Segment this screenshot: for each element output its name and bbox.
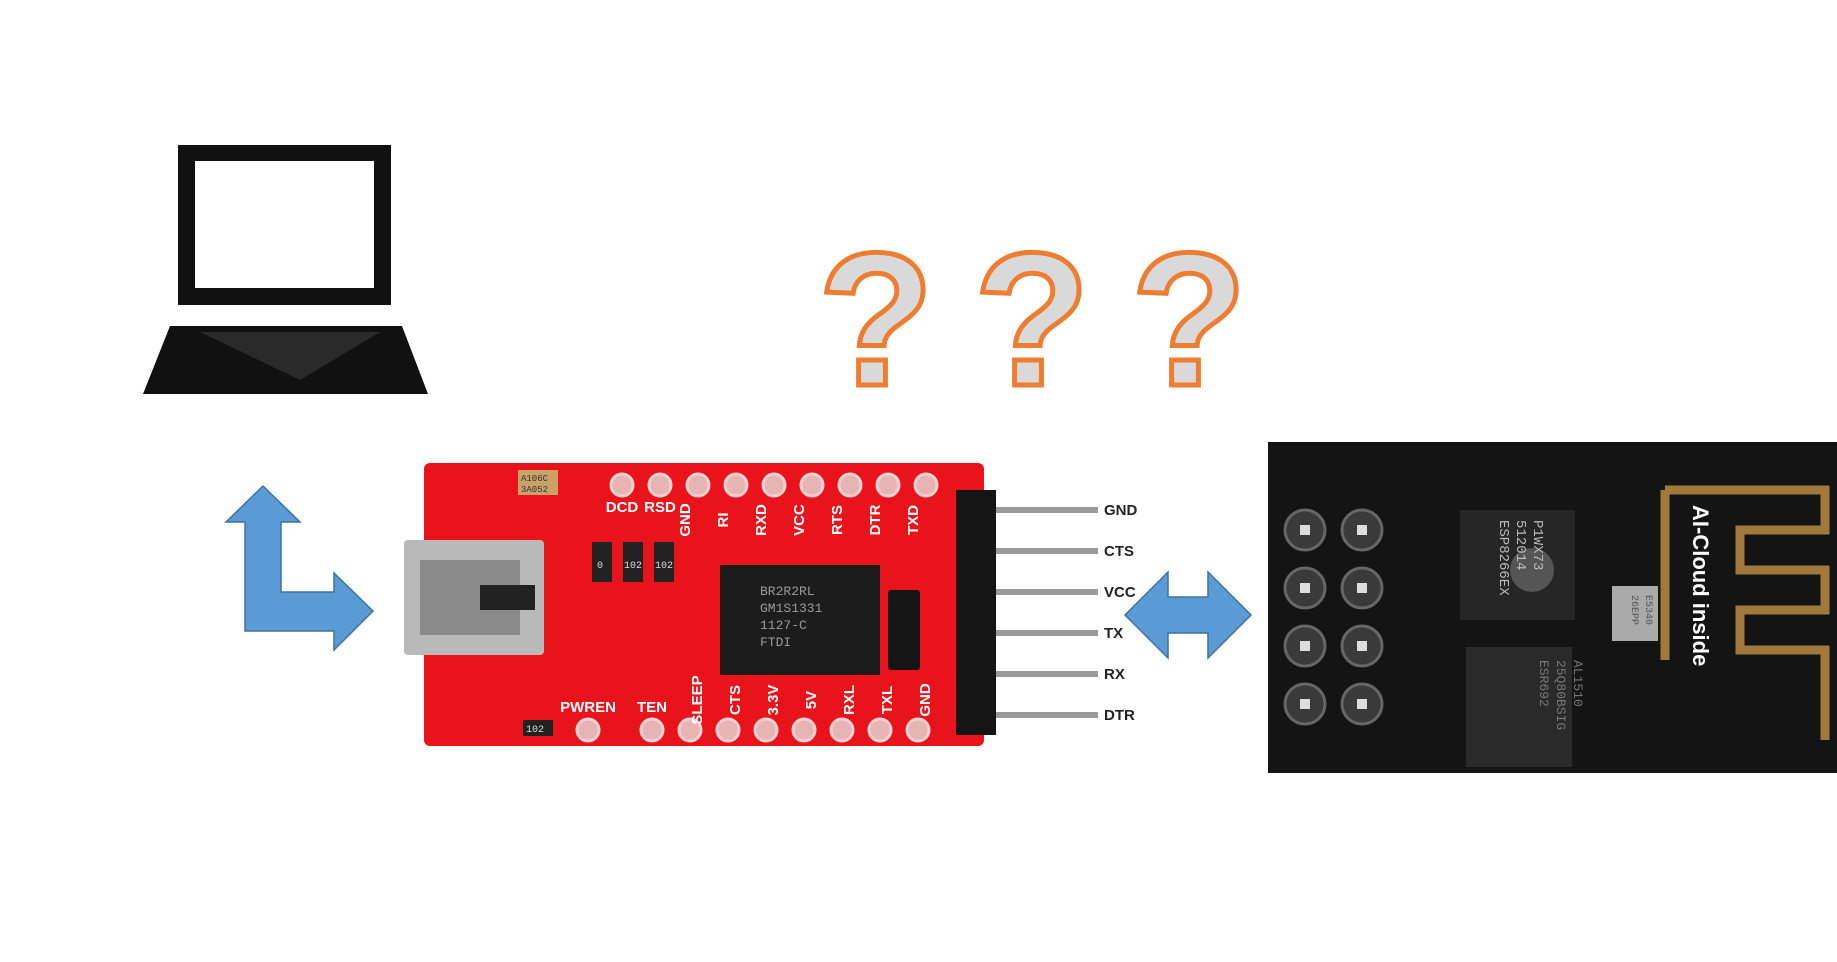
header-pin [960, 671, 1098, 677]
chip-marking: E5340 [1642, 595, 1653, 625]
pin-hole [639, 717, 665, 743]
pin-hole [685, 472, 711, 498]
pin-label: PWREN [560, 699, 616, 716]
pin-label: TEN [637, 699, 667, 716]
pin-label: RTS [829, 505, 846, 535]
ftdi-chip [720, 565, 880, 675]
pin-label: GND [917, 683, 934, 717]
pin-hole [875, 472, 901, 498]
esp-pin-pad [1300, 583, 1310, 593]
resistor-label: 102 [526, 725, 544, 736]
esp8266-module: ESP8266EX 512014 P1WX73 ESR692 25Q80BSIG… [1268, 442, 1837, 773]
pin-label: RX [1104, 666, 1125, 683]
chip-marking: BR2R2RL [760, 584, 815, 599]
resistor-label: 102 [624, 561, 642, 572]
pin-hole [647, 472, 673, 498]
pin-label: TXL [879, 686, 896, 714]
header-pin [960, 507, 1098, 513]
pin-hole [799, 472, 825, 498]
chip-marking: AL1510 [1570, 660, 1585, 707]
esp-pin-pad [1357, 525, 1367, 535]
pin-label: RXL [841, 685, 858, 715]
voltage-jumper [888, 590, 920, 670]
chip-marking: ESP8266EX [1495, 520, 1511, 596]
pin-label: VCC [1104, 584, 1136, 601]
pin-hole [575, 717, 601, 743]
header-pin [960, 548, 1098, 554]
pin-hole [761, 472, 787, 498]
crystal [1612, 586, 1658, 641]
pin-label: VCC [791, 504, 808, 536]
laptop-icon [143, 145, 428, 394]
esp-pin-pad [1300, 525, 1310, 535]
pin-hole [867, 717, 893, 743]
chip-marking: 26EPP [1628, 595, 1639, 625]
pin-label: CTS [1104, 543, 1134, 560]
capacitor-label: A106C [521, 474, 549, 484]
antenna-trace [1660, 485, 1830, 740]
corner-arrow-icon [224, 484, 375, 652]
pin-label: RI [715, 513, 732, 528]
chip-marking: 25Q80BSIG [1553, 660, 1568, 730]
double-arrow-icon [1123, 570, 1253, 660]
pin-hole [791, 717, 817, 743]
question-marks: ? ? ? [815, 212, 1249, 429]
pin-label: GND [677, 503, 694, 537]
chip-marking: P1WX73 [1529, 520, 1545, 570]
capacitor-label: 3A052 [521, 485, 548, 495]
flash-chip [1466, 647, 1572, 767]
chip-marking: ESR692 [1536, 660, 1551, 707]
pin-hole [677, 717, 703, 743]
pin-hole [913, 472, 939, 498]
pin-label: RSD [644, 499, 676, 516]
pin-hole [723, 472, 749, 498]
ftdi-board: BR2R2RL GM1S1331 1127-C FTDI 0 102 102 1… [404, 463, 1138, 746]
esp-pin-pad [1300, 699, 1310, 709]
pin-label: RXD [753, 504, 770, 536]
pin-label: TXD [905, 505, 922, 535]
chip-marking: FTDI [760, 635, 791, 650]
pin-hole [715, 717, 741, 743]
pin-label: 3.3V [765, 685, 782, 716]
header-pin [960, 589, 1098, 595]
question-mark: ? [818, 214, 934, 426]
pin-label: DCD [606, 499, 639, 516]
header-pins [960, 507, 1098, 718]
question-mark: ? [974, 214, 1090, 426]
esp-pin-pad [1357, 583, 1367, 593]
esp-pin-pad [1300, 641, 1310, 651]
esp-pin-pad [1357, 641, 1367, 651]
chip-marking: 1127-C [760, 618, 807, 633]
resistor-label: 0 [597, 561, 603, 572]
pin-label: 5V [803, 691, 820, 709]
esp-pin-pad [1357, 699, 1367, 709]
resistor-label: 102 [655, 561, 673, 572]
pin-hole [905, 717, 931, 743]
pin-label: SLEEP [689, 675, 706, 724]
pin-label: TX [1104, 625, 1123, 642]
pin-hole [837, 472, 863, 498]
chip-marking: 512014 [1512, 520, 1528, 570]
chip-marking: GM1S1331 [760, 601, 823, 616]
header-pin [960, 630, 1098, 636]
pin-label: DTR [1104, 707, 1135, 724]
pin-label: DTR [867, 504, 884, 535]
brand-label: AI-Cloud inside [1688, 505, 1713, 666]
pin-hole [609, 472, 635, 498]
pin-label: CTS [727, 685, 744, 715]
pin-hole [753, 717, 779, 743]
pin-hole [829, 717, 855, 743]
pin-label: GND [1104, 502, 1138, 519]
question-mark: ? [1131, 214, 1247, 426]
header-pin [960, 712, 1098, 718]
